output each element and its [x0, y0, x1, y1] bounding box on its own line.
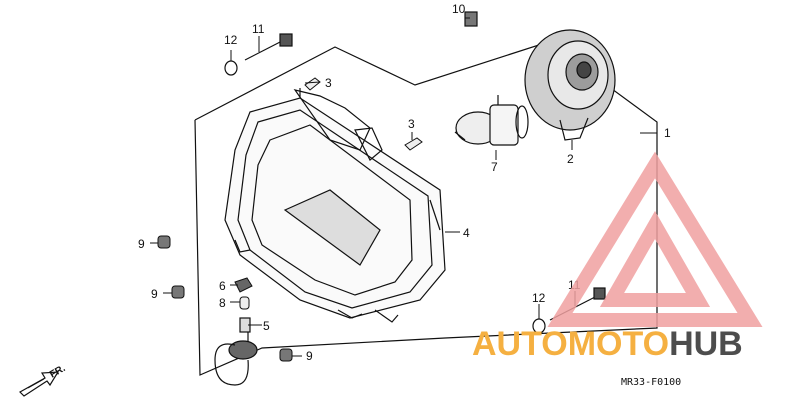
- callout-6: 6: [219, 279, 226, 293]
- clip-lower: [404, 137, 423, 151]
- socket-5: [214, 317, 258, 386]
- callout-9-upper: 9: [138, 237, 145, 251]
- watermark-brand-part1: AUTOMOTO: [472, 325, 669, 363]
- callout-5: 5: [263, 319, 270, 333]
- grommet-9-upper: [157, 235, 171, 249]
- callout-12-upper: 12: [224, 33, 238, 47]
- grommet-9-lower: [279, 348, 293, 362]
- washer-upper: [224, 60, 238, 76]
- callout-4: 4: [463, 226, 470, 240]
- clip-upper: [304, 77, 321, 91]
- dust-cover: [524, 29, 616, 141]
- watermark-logo: [547, 151, 763, 327]
- bulb-8: [239, 296, 250, 310]
- callout-1: 1: [664, 126, 671, 140]
- front-direction-arrow: [19, 371, 60, 397]
- grommet-9-middle: [171, 285, 185, 299]
- callout-9-middle: 9: [151, 287, 158, 301]
- callout-11-upper: 11: [252, 22, 265, 36]
- bolt-upper: [244, 33, 293, 61]
- watermark-brand-part2: HUB: [669, 325, 743, 363]
- cap-6: [234, 277, 253, 293]
- callout-8: 8: [219, 296, 226, 310]
- callout-7: 7: [491, 160, 498, 174]
- watermark-text: AUTOMOTOHUB: [472, 325, 743, 363]
- callout-10: 10: [452, 2, 466, 16]
- callout-9-lower: 9: [306, 349, 313, 363]
- front-direction-label: FR.: [48, 363, 68, 381]
- headlight-housing: [224, 88, 446, 323]
- callout-2: 2: [567, 152, 574, 166]
- headlight-bulb: [454, 95, 529, 146]
- diagram-code: MR33-F0100: [621, 377, 681, 388]
- leader-lines: [150, 17, 657, 357]
- callout-3-upper: 3: [325, 76, 332, 90]
- callout-12-lower: 12: [532, 291, 546, 305]
- callout-3-lower: 3: [408, 117, 415, 131]
- nut-10: [464, 11, 478, 27]
